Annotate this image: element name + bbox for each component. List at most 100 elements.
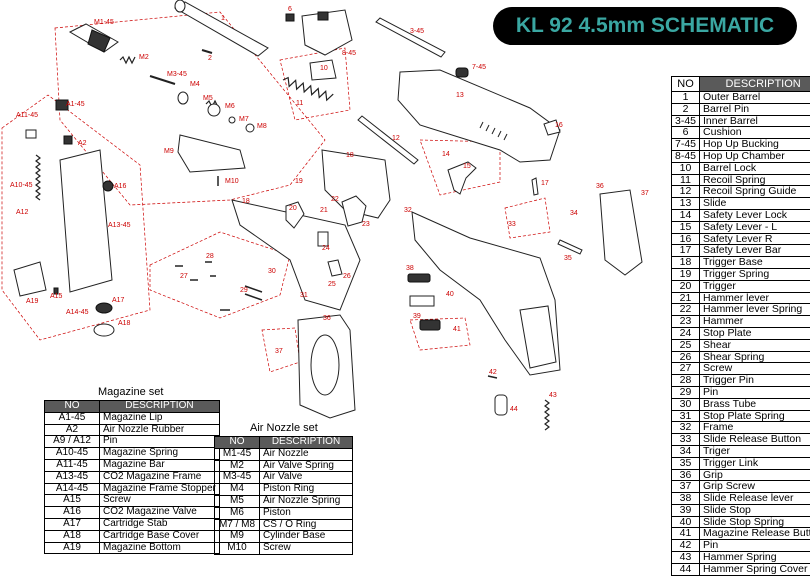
column-header-description: DESCRIPTION	[260, 437, 353, 449]
part-description-cell: Stop Plate Spring	[700, 410, 810, 422]
magazine-bottom	[14, 262, 46, 296]
part-description-cell: Screw	[700, 363, 810, 375]
part-description-cell: Trigger Pin	[700, 375, 810, 387]
part-label: M9	[164, 148, 174, 155]
table-header-row: NO DESCRIPTION	[215, 437, 353, 449]
magazine-valve	[103, 181, 113, 191]
part-label: A12	[16, 209, 29, 216]
cartridge-stab	[96, 303, 112, 313]
part-label: 2	[208, 55, 212, 62]
column-header-description: DESCRIPTION	[700, 77, 810, 92]
part-number-cell: M9	[215, 531, 260, 543]
part-label: M1-45	[94, 19, 114, 26]
part-description-cell: Piston	[260, 507, 353, 519]
part-label: A18	[118, 320, 131, 327]
air-nozzle-rubber	[64, 136, 72, 144]
part-description-cell: CS / O Ring	[260, 519, 353, 531]
part-label: M10	[225, 178, 239, 185]
part-description-cell: Recoil Spring	[700, 174, 810, 186]
magazine-release	[420, 320, 440, 330]
part-number-cell: 18	[672, 257, 700, 269]
part-number-cell: A17	[45, 518, 100, 530]
part-number-cell: A19	[45, 542, 100, 554]
part-number-cell: 33	[672, 434, 700, 446]
part-label: 7-45	[472, 64, 486, 71]
part-description-cell: Barrel Lock	[700, 162, 810, 174]
part-number-cell: A16	[45, 507, 100, 519]
part-number-cell: A14-45	[45, 483, 100, 495]
part-number-cell: 22	[672, 304, 700, 316]
part-label: A10-45	[10, 182, 33, 189]
part-number-cell: 7-45	[672, 139, 700, 151]
part-description-cell: Hammer lever	[700, 292, 810, 304]
part-label: 10	[320, 65, 328, 72]
part-label: 16	[555, 122, 563, 129]
part-description-cell: Frame	[700, 422, 810, 434]
air-nozzle	[70, 24, 118, 52]
piston-ring	[178, 92, 188, 104]
part-description-cell: Trigger Base	[700, 257, 810, 269]
part-label: 29	[240, 287, 248, 294]
part-label: 23	[362, 221, 370, 228]
part-description-cell: CO2 Magazine Valve	[100, 507, 220, 519]
column-header-no: NO	[215, 437, 260, 449]
table-header-row: NO DESCRIPTION	[45, 401, 220, 413]
part-description-cell: Slide Release lever	[700, 493, 810, 505]
part-description-cell: Cartridge Stab	[100, 518, 220, 530]
part-number-cell: 11	[672, 174, 700, 186]
part-description-cell: Trigger	[700, 280, 810, 292]
magazine-set-title: Magazine set	[98, 386, 163, 398]
part-label: 27	[180, 273, 188, 280]
part-description-cell: Stop Plate	[700, 327, 810, 339]
part-number-cell: M3-45	[215, 472, 260, 484]
hammer-spring	[545, 400, 549, 430]
part-description-cell: Pin	[700, 386, 810, 398]
part-number-cell: 37	[672, 481, 700, 493]
part-label: 6	[288, 6, 292, 13]
part-number-cell: M10	[215, 543, 260, 555]
part-label: A1-45	[66, 101, 85, 108]
part-label: 30	[268, 268, 276, 275]
part-label: M4	[190, 81, 200, 88]
part-label: A16	[114, 183, 127, 190]
part-description-cell: Hammer Spring Cover	[700, 563, 810, 575]
part-description-cell: Air Nozzle	[260, 448, 353, 460]
part-label: 18	[346, 152, 354, 159]
part-label: 40	[446, 291, 454, 298]
part-number-cell: 23	[672, 316, 700, 328]
part-description-cell: Triger	[700, 445, 810, 457]
part-label: 26	[343, 273, 351, 280]
part-label: A14-45	[66, 309, 89, 316]
part-label: 21	[320, 207, 328, 214]
part-description-cell: Recoil Spring Guide	[700, 186, 810, 198]
part-number-cell: A11-45	[45, 459, 100, 471]
part-description-cell: Brass Tube	[700, 398, 810, 410]
part-description-cell: Outer Barrel	[700, 92, 810, 104]
hop-up-bucking	[456, 68, 468, 77]
part-number-cell: 32	[672, 422, 700, 434]
